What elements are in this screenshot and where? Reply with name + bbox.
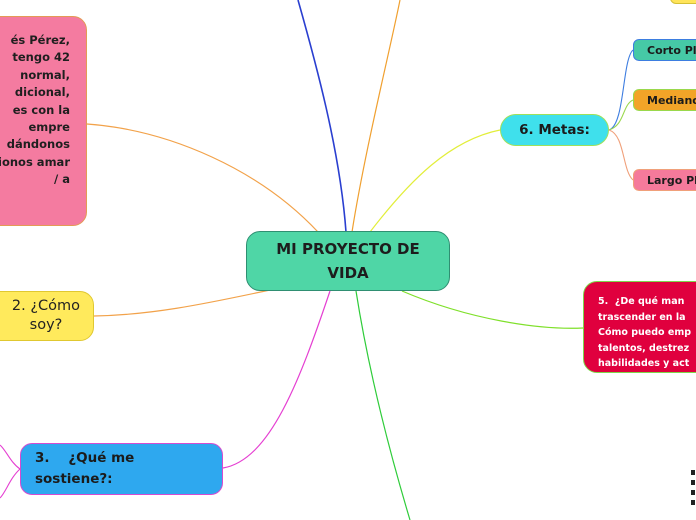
connector-trascender [401, 290, 584, 329]
connector-top-blue [297, 0, 347, 233]
central-topic-label: MI PROYECTO DE VIDA [276, 240, 420, 282]
connector-mediano [608, 99, 634, 131]
personal-description-node[interactable]: és Pérez, tengo 42 normal, dicional, es … [0, 16, 87, 226]
connector-sostiene-stub-bottom [0, 468, 21, 499]
connector-largo [608, 129, 634, 181]
largo-plazo-node[interactable]: Largo Pla [633, 169, 696, 191]
trascender-text: 5. ¿De qué man trascender en la Cómo pue… [598, 296, 692, 369]
metas-node[interactable]: 6. Metas: [500, 114, 609, 146]
mediano-plazo-node[interactable]: Mediano [633, 89, 696, 111]
edge-marks [691, 470, 696, 516]
corto-plazo-node[interactable]: Corto Pla [633, 39, 696, 61]
como-soy-label: 2. ¿Cómo soy? [11, 298, 81, 333]
connector-sostiene-stub-top [0, 444, 21, 470]
mediano-plazo-label: Mediano [647, 93, 696, 107]
connector-sostiene [222, 290, 331, 469]
largo-plazo-label: Largo Pla [647, 173, 696, 187]
connector-corto [608, 49, 634, 131]
connector-pink-card [86, 123, 319, 233]
connector-bottom-green [355, 290, 411, 520]
metas-label: 6. Metas: [519, 122, 590, 138]
trascender-node[interactable]: 5. ¿De qué man trascender en la Cómo pue… [583, 281, 696, 373]
connector-como-soy [93, 289, 271, 317]
corto-plazo-label: Corto Pla [647, 43, 696, 57]
central-topic-node[interactable]: MI PROYECTO DE VIDA [246, 231, 450, 291]
que-me-sostiene-node[interactable]: 3. ¿Qué me sostiene?: [20, 443, 223, 495]
como-soy-node[interactable]: 2. ¿Cómo soy? [0, 291, 94, 341]
connector-metas [369, 129, 501, 233]
connector-top-orange [351, 0, 401, 233]
que-me-sostiene-label: 3. ¿Qué me sostiene?: [35, 450, 135, 487]
personal-description-text: és Pérez, tengo 42 normal, dicional, es … [0, 33, 70, 187]
top-right-node-fragment[interactable] [670, 0, 696, 4]
